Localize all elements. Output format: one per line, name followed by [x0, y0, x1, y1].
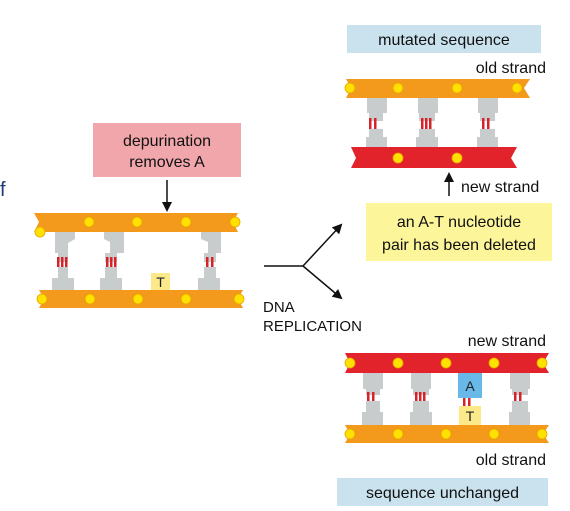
- mutated-old-strand: [346, 79, 530, 98]
- depurination-line-2: removes A: [129, 154, 205, 171]
- mutated-base-pair-1: [366, 98, 387, 147]
- left-unpaired-T: T: [151, 273, 170, 290]
- unchanged-dna-duplex: A T: [344, 353, 549, 443]
- deletion-note-line-1: an A-T nucleotide: [397, 214, 521, 231]
- left-dna-duplex: T: [34, 213, 245, 308]
- unchanged-base-pair-2: [410, 373, 432, 425]
- deletion-note-box: an A-T nucleotide pair has been deleted: [366, 203, 552, 261]
- sequence-unchanged-label: sequence unchanged: [366, 485, 519, 502]
- left-base-pair-1: [52, 232, 75, 290]
- bottom-A-label: A: [465, 378, 475, 394]
- depurination-box: depurination removes A: [93, 123, 241, 177]
- left-base-pair-3: [198, 232, 221, 290]
- unchanged-base-pair-1: [362, 373, 383, 425]
- mutated-dna-duplex: [344, 79, 530, 168]
- mutated-sequence-label: mutated sequence: [378, 32, 510, 49]
- unchanged-phosphates: [344, 357, 548, 440]
- sequence-unchanged-footer: sequence unchanged: [337, 478, 548, 506]
- replication-label-2: REPLICATION: [263, 318, 362, 335]
- unchanged-base-pair-4: [509, 373, 530, 425]
- deletion-note-line-2: pair has been deleted: [382, 237, 536, 254]
- replication-label-1: DNA: [263, 299, 295, 316]
- top-new-strand-label: new strand: [461, 179, 539, 196]
- left-T-label: T: [156, 274, 165, 290]
- mutated-base-pair-2: [416, 98, 438, 147]
- bottom-T-label: T: [466, 408, 475, 424]
- top-old-strand-label: old strand: [476, 60, 546, 77]
- left-base-pair-2: [100, 232, 124, 290]
- bottom-old-strand-label: old strand: [476, 452, 546, 469]
- depurination-line-1: depurination: [123, 133, 211, 150]
- mutated-sequence-header: mutated sequence: [347, 25, 541, 53]
- mutated-new-strand: [351, 147, 517, 168]
- mutated-base-pair-3: [477, 98, 498, 147]
- mutated-phosphates: [344, 82, 523, 164]
- left-phosphates: [34, 216, 245, 305]
- unchanged-base-pair-AT: A T: [458, 373, 482, 425]
- replication-arrows: [264, 223, 343, 300]
- bottom-new-strand-label: new strand: [468, 333, 546, 350]
- left-edge-fragment: f: [0, 179, 6, 201]
